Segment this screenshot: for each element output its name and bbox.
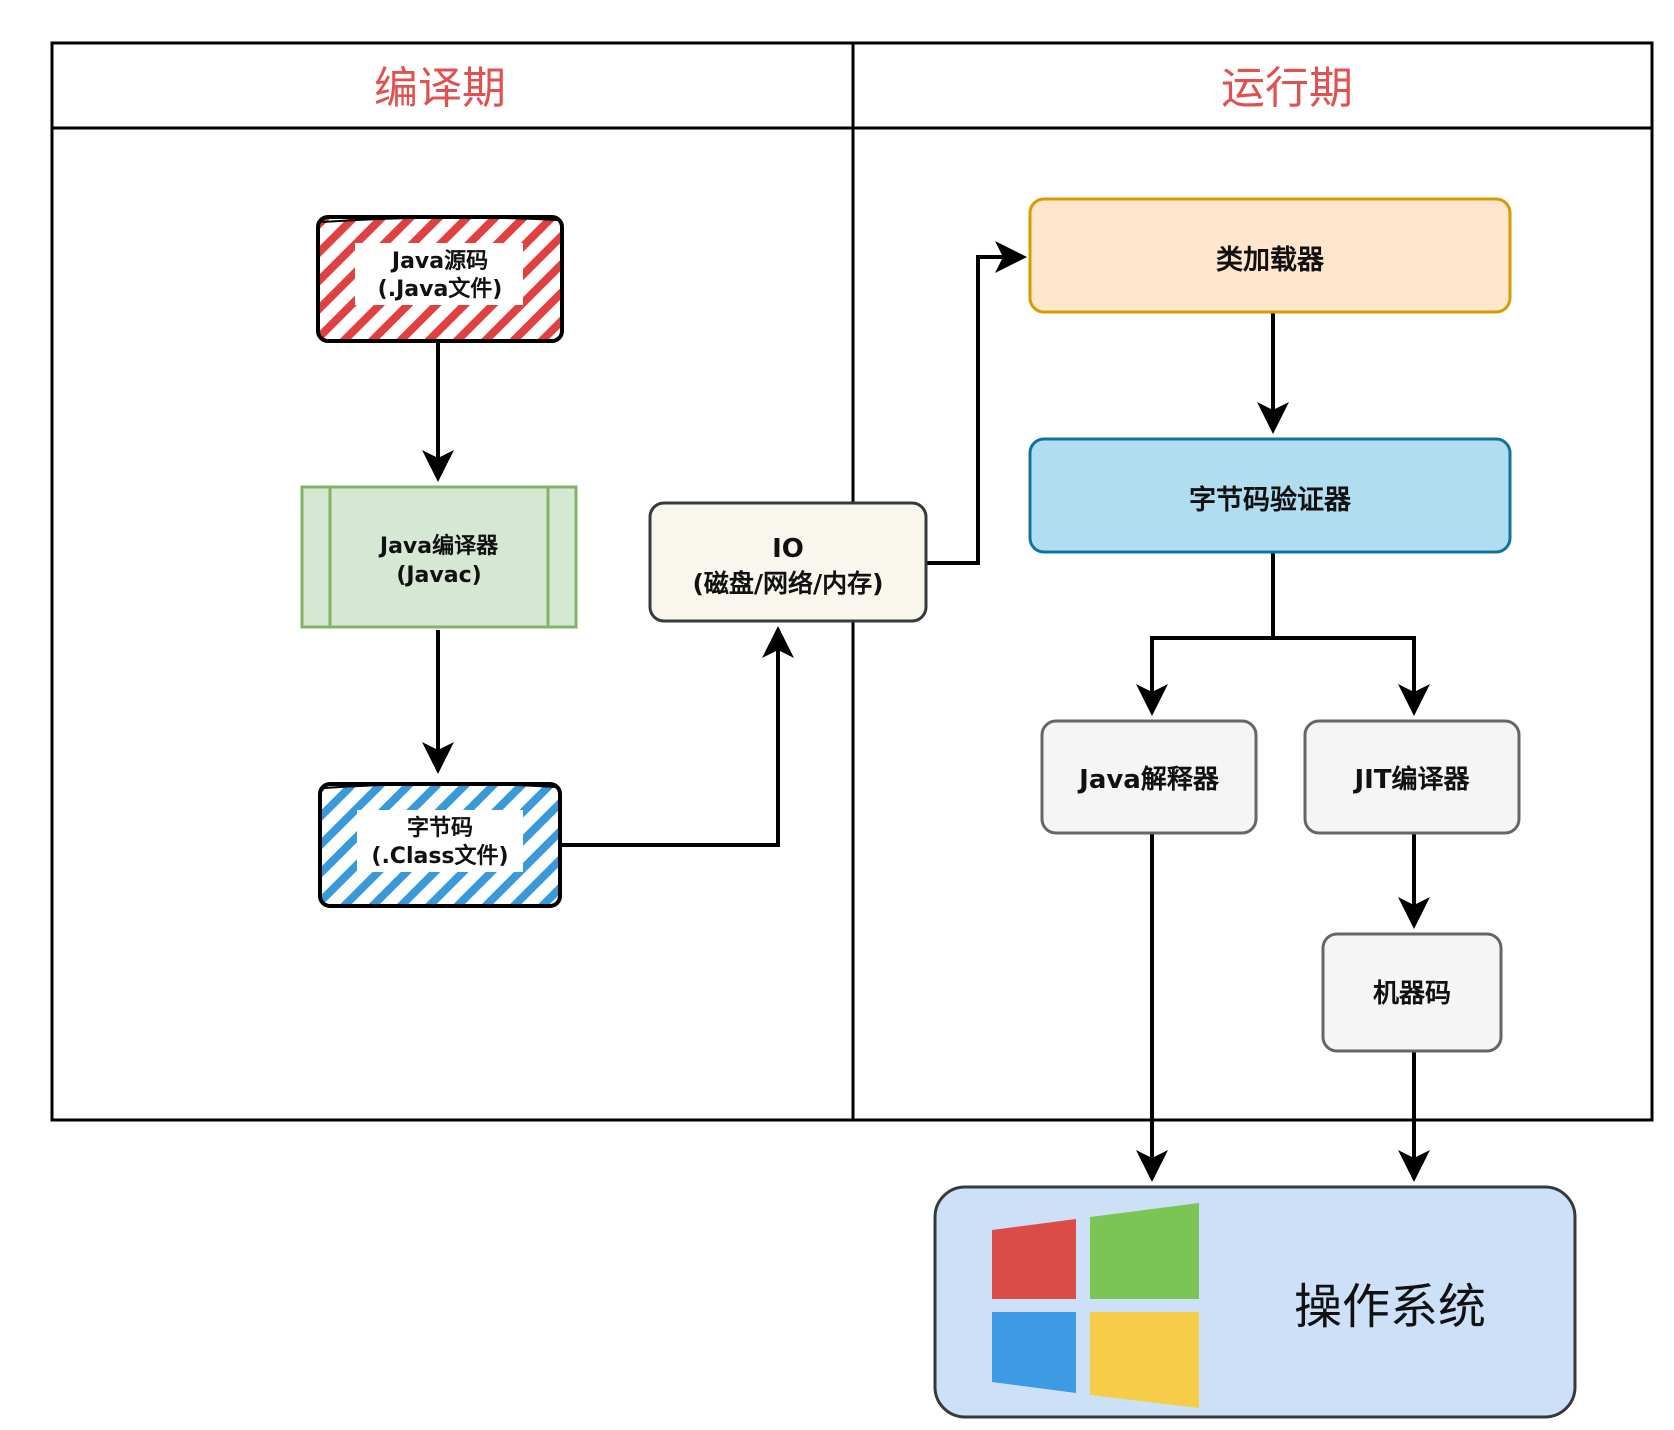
java-source-title: Java源码 bbox=[390, 249, 488, 274]
arrow-verifier-to-jit bbox=[1273, 636, 1430, 716]
class-loader-node: 类加载器 bbox=[1028, 197, 1512, 314]
os-label: 操作系统 bbox=[1294, 1279, 1486, 1335]
java-interpreter-label: Java解释器 bbox=[1077, 765, 1220, 795]
jit-compiler-label: JIT编译器 bbox=[1352, 764, 1470, 795]
bytecode-node: 字节码 (.Class文件) bbox=[318, 782, 562, 908]
machine-code-node: 机器码 bbox=[1321, 932, 1503, 1053]
lane-title-compile: 编译期 bbox=[374, 63, 506, 114]
java-compiler-node: Java编译器 (Javac) bbox=[300, 485, 578, 629]
java-interpreter-node: Java解释器 bbox=[1040, 719, 1258, 835]
java-compiler-subtitle: (Javac) bbox=[396, 563, 481, 588]
swimlane-frame bbox=[50, 41, 1654, 1122]
arrow-io-to-loader bbox=[926, 241, 1027, 565]
java-source-subtitle: (.Java文件) bbox=[378, 276, 503, 302]
arrow-bytecode-to-io bbox=[560, 626, 794, 847]
bytecode-subtitle: (.Class文件) bbox=[371, 843, 508, 869]
bytecode-verifier-label: 字节码验证器 bbox=[1189, 484, 1352, 516]
bytecode-verifier-node: 字节码验证器 bbox=[1028, 437, 1512, 554]
connectors bbox=[422, 241, 1430, 1182]
arrow-verifier-to-interpreter bbox=[1136, 553, 1275, 716]
io-subtitle: (磁盘/网络/内存) bbox=[692, 569, 883, 598]
class-loader-label: 类加载器 bbox=[1216, 245, 1325, 276]
bytecode-title: 字节码 bbox=[407, 815, 473, 841]
jit-compiler-node: JIT编译器 bbox=[1303, 719, 1521, 835]
windows-logo-icon bbox=[992, 1203, 1199, 1408]
io-title: IO bbox=[772, 534, 804, 564]
java-compiler-title: Java编译器 bbox=[378, 533, 499, 559]
os-node: 操作系统 bbox=[933, 1185, 1577, 1419]
lane-title-runtime: 运行期 bbox=[1221, 63, 1353, 114]
io-node: IO (磁盘/网络/内存) bbox=[648, 501, 928, 623]
machine-code-label: 机器码 bbox=[1373, 979, 1451, 1009]
java-source-node: Java源码 (.Java文件) bbox=[316, 215, 564, 343]
